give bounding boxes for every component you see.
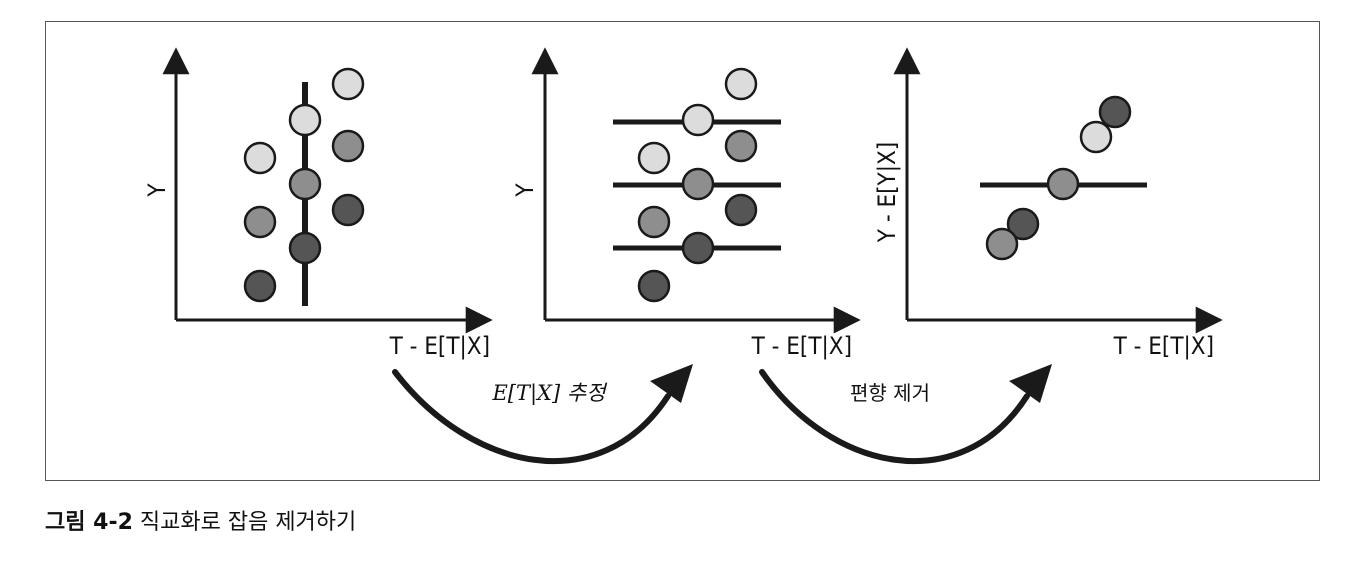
step-label-2: 편향 제거 bbox=[850, 381, 930, 405]
panel-2-x-label: T - E[T|X] bbox=[751, 332, 852, 360]
panel-3-point bbox=[1006, 207, 1040, 241]
panel-3: Y - E[Y|X] T - E[T|X] bbox=[873, 47, 1223, 360]
figure-caption: 그림 4-2 직교화로 잡음 제거하기 bbox=[45, 504, 356, 536]
panel-2-y-label: Y bbox=[511, 183, 539, 198]
panel-3-point bbox=[1046, 167, 1080, 201]
panel-2-point bbox=[724, 67, 758, 101]
figure-caption-text: 직교화로 잡음 제거하기 bbox=[139, 510, 357, 535]
panel-3-point bbox=[985, 227, 1019, 261]
panel-1-point bbox=[243, 205, 277, 239]
panel-1-point bbox=[243, 141, 277, 175]
panel-1-point bbox=[288, 103, 322, 137]
figure-number: 그림 4-2 bbox=[45, 510, 133, 535]
panel-1-point bbox=[331, 193, 365, 227]
panel-1: Y T - E[T|X] bbox=[143, 47, 493, 360]
panel-2-point bbox=[637, 205, 671, 239]
panel-2-point bbox=[681, 103, 715, 137]
panel-2-point bbox=[681, 167, 715, 201]
panel-3-y-label: Y - E[Y|X] bbox=[873, 142, 901, 243]
curved-arrow-1 bbox=[392, 369, 671, 465]
panel-2-point bbox=[724, 193, 758, 227]
panel-1-point bbox=[331, 129, 365, 163]
arrowhead-1 bbox=[650, 364, 693, 403]
panel-1-x-label: T - E[T|X] bbox=[389, 332, 490, 360]
panel-1-y-label: Y bbox=[143, 183, 171, 198]
step-label-1: E[T|X] 추정 bbox=[491, 381, 608, 406]
step-arrow-1: E[T|X] 추정 bbox=[392, 364, 693, 465]
panel-1-point bbox=[243, 269, 277, 303]
panel-1-point bbox=[288, 167, 322, 201]
panel-2-point bbox=[637, 269, 671, 303]
panel-3-x-label: T - E[T|X] bbox=[1113, 332, 1214, 360]
panel-1-point bbox=[331, 67, 365, 101]
panel-3-point bbox=[1079, 120, 1113, 154]
curved-arrow-2 bbox=[759, 369, 1030, 465]
panel-2: Y T - E[T|X] bbox=[511, 47, 861, 360]
panel-2-point bbox=[724, 129, 758, 163]
step-arrow-2: 편향 제거 bbox=[759, 364, 1052, 465]
panel-1-point bbox=[288, 231, 322, 265]
figure-frame bbox=[45, 21, 1320, 481]
panel-2-point bbox=[637, 141, 671, 175]
arrowhead-2 bbox=[1009, 364, 1052, 403]
panel-3-point bbox=[1098, 95, 1132, 129]
panel-2-point bbox=[681, 231, 715, 265]
